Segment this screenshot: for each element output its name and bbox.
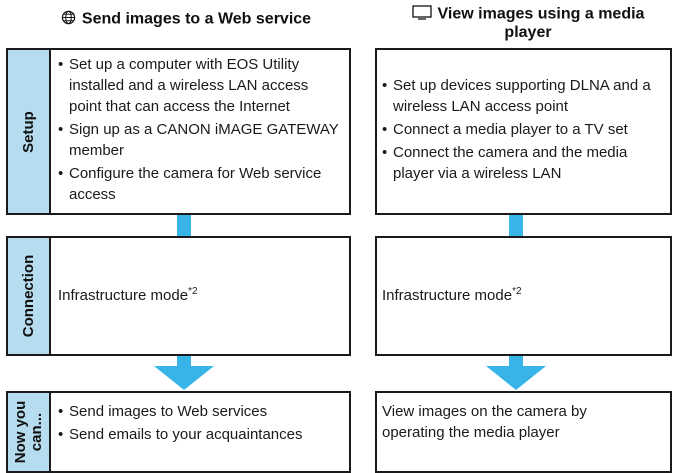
list-item: Configure the camera for Web service acc…: [58, 163, 343, 205]
right-setup-list: Set up devices supporting DLNA and a wir…: [382, 75, 664, 184]
footnote-marker: *2: [188, 286, 198, 297]
left-connection-text: Infrastructure mode: [58, 287, 189, 304]
now-label-cell: Now you can...: [8, 393, 51, 471]
right-connection-text: Infrastructure mode: [382, 287, 513, 304]
right-setup-box: Set up devices supporting DLNA and a wir…: [375, 48, 672, 215]
left-heading: Send images to a Web service: [0, 10, 372, 29]
right-heading-line2: player: [504, 24, 552, 41]
list-item: Connect the camera and the media player …: [382, 142, 664, 184]
list-item: Send images to Web services: [58, 401, 343, 422]
right-arrow-down: [486, 366, 546, 390]
setup-label-cell: Setup: [8, 50, 51, 213]
connection-label-cell: Connection: [8, 238, 51, 354]
list-item: Sign up as a CANON iMAGE GATEWAY member: [58, 119, 343, 161]
right-heading-line1: View images using a media: [378, 5, 678, 24]
right-now-content: View images on the camera by operating t…: [382, 401, 640, 443]
right-heading: View images using a media player: [378, 5, 678, 41]
left-setup-list: Set up a computer with EOS Utility insta…: [58, 54, 343, 205]
left-connection-box: Connection Infrastructure mode*2: [6, 236, 351, 356]
now-label: Now you can...: [11, 400, 45, 464]
left-now-box: Now you can... Send images to Web servic…: [6, 391, 351, 473]
right-setup-content: Set up devices supporting DLNA and a wir…: [382, 75, 664, 186]
left-setup-box: Setup Set up a computer with EOS Utility…: [6, 48, 351, 215]
tv-icon: [411, 5, 432, 24]
left-heading-text: Send images to a Web service: [81, 10, 312, 28]
list-item: Connect a media player to a TV set: [382, 119, 664, 140]
list-item: Set up devices supporting DLNA and a wir…: [382, 75, 664, 117]
list-item: Send emails to your acquaintances: [58, 424, 343, 445]
right-connector-connection: [509, 355, 523, 369]
left-connection-content: Infrastructure mode*2: [58, 285, 198, 306]
left-now-list: Send images to Web services Send emails …: [58, 401, 343, 445]
left-connector-connection: [177, 355, 191, 369]
left-connector-setup: [177, 214, 191, 238]
left-setup-content: Set up a computer with EOS Utility insta…: [58, 54, 343, 207]
footnote-marker: *2: [512, 286, 522, 297]
right-connector-setup: [509, 214, 523, 238]
list-item: Set up a computer with EOS Utility insta…: [58, 54, 343, 117]
left-arrow-down: [154, 366, 214, 390]
right-now-box: View images on the camera by operating t…: [375, 391, 672, 473]
globe-icon: [61, 10, 76, 29]
left-now-content: Send images to Web services Send emails …: [58, 401, 343, 447]
right-now-text: View images on the camera by operating t…: [382, 403, 587, 441]
right-connection-content: Infrastructure mode*2: [382, 285, 522, 306]
setup-label: Setup: [19, 110, 37, 153]
right-connection-box: Infrastructure mode*2: [375, 236, 672, 356]
connection-label: Connection: [19, 254, 37, 338]
